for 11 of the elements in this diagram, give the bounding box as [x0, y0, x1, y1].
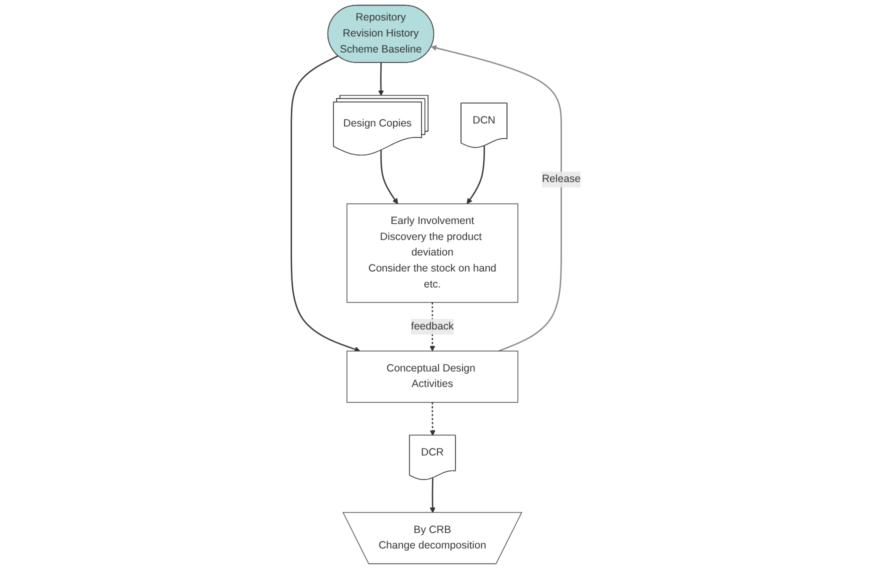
- arrow: [431, 45, 562, 352]
- edge-label: Release: [542, 174, 581, 185]
- arrow: [290, 55, 360, 352]
- node-box: Early Involvement Discovery the product deviation Consider the stock on hand etc.: [346, 203, 518, 303]
- edge-label: feedback: [411, 320, 454, 332]
- arrow: [466, 146, 486, 204]
- arrow: [380, 150, 398, 204]
- node-box: Conceptual Design Activities: [346, 350, 518, 403]
- arrow: [378, 62, 384, 96]
- arrow: [430, 478, 436, 514]
- arrow: [430, 402, 436, 436]
